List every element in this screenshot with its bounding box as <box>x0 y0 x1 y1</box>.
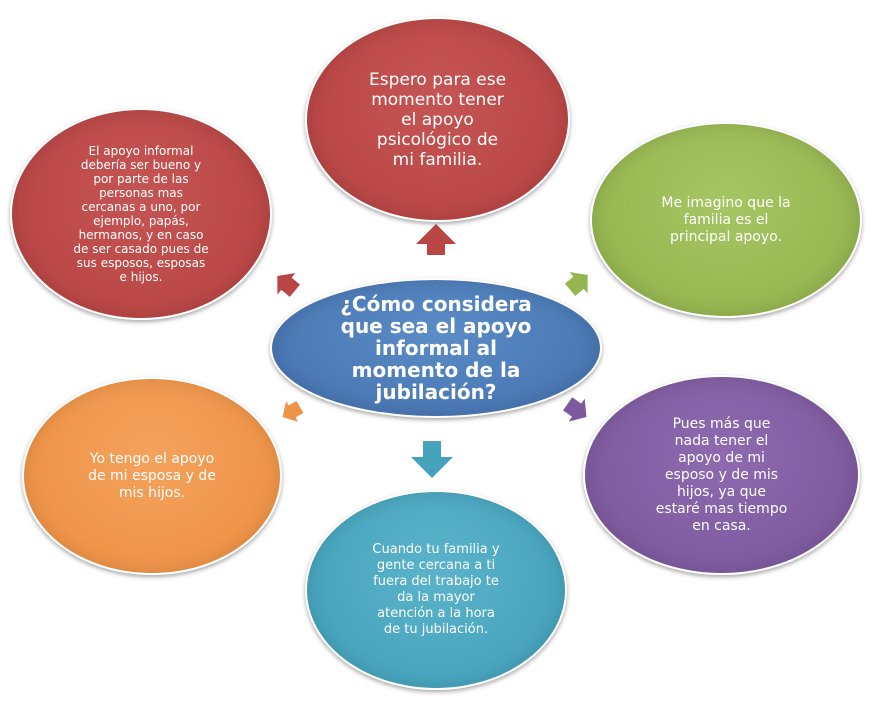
node-bottom: Cuando tu familia y gente cercana a ti f… <box>305 490 567 690</box>
arrow-up <box>416 224 456 255</box>
center-node: ¿Cómo considera que sea el apoyo informa… <box>270 278 602 418</box>
node-lower-left-text: Yo tengo el apoyo de mi esposa y de mis … <box>88 450 216 501</box>
node-upper-right: Me imagino que la familia es el principa… <box>590 122 862 318</box>
node-upper-left-text: El apoyo informal debería ser bueno y po… <box>73 144 209 284</box>
arrow-upper-right <box>564 271 588 296</box>
node-lower-right-text: Pues más que nada tener el apoyo de mi e… <box>655 415 788 534</box>
node-upper-left: El apoyo informal debería ser bueno y po… <box>10 108 272 320</box>
arrow-lower-right <box>563 397 587 422</box>
node-upper-right-text: Me imagino que la familia es el principa… <box>661 194 791 245</box>
arrow-upper-left <box>277 272 301 297</box>
center-question: ¿Cómo considera que sea el apoyo informa… <box>340 292 532 404</box>
node-lower-left: Yo tengo el apoyo de mi esposa y de mis … <box>22 377 282 575</box>
node-bottom-text: Cuando tu familia y gente cercana a ti f… <box>372 542 500 637</box>
node-top-text: Espero para ese momento tener el apoyo p… <box>368 69 507 170</box>
arrow-lower-left <box>282 400 304 422</box>
arrow-down <box>411 441 453 478</box>
node-top: Espero para ese momento tener el apoyo p… <box>305 17 570 222</box>
node-lower-right: Pues más que nada tener el apoyo de mi e… <box>583 375 860 575</box>
